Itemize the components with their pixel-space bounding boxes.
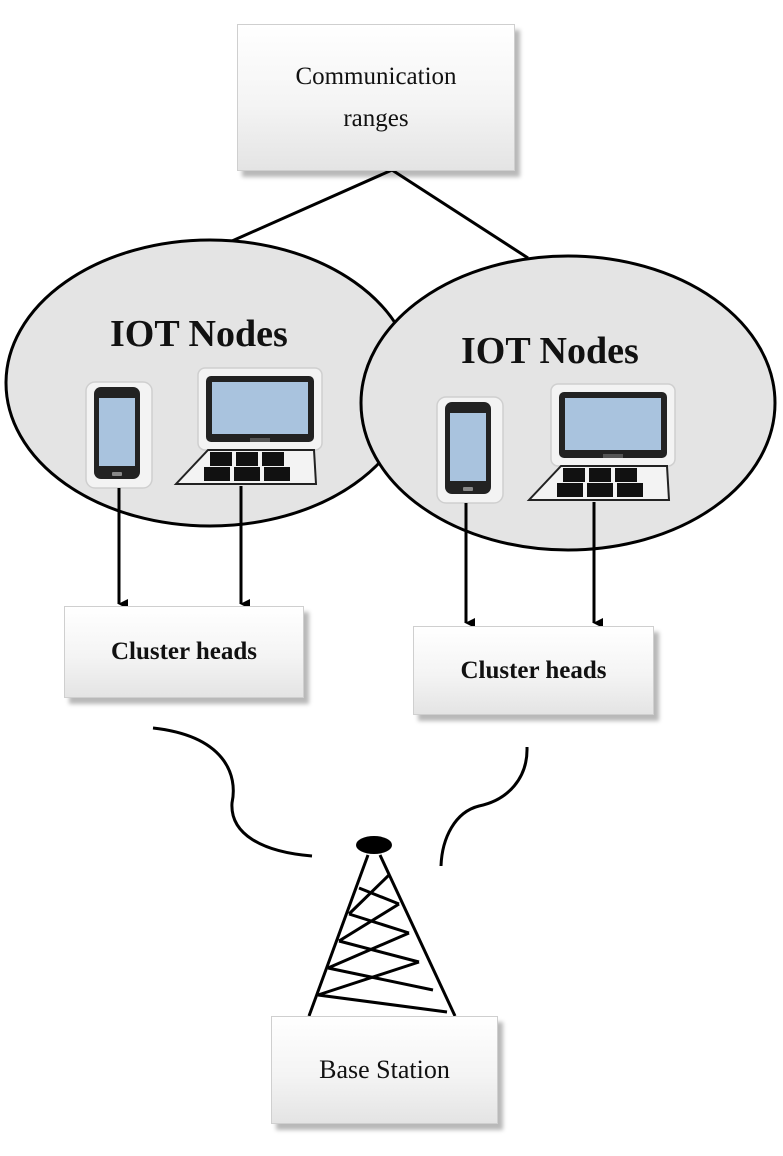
cluster-heads-label-1: Cluster heads bbox=[110, 638, 258, 665]
iot-nodes-title-2: IOT Nodes bbox=[461, 330, 639, 372]
smartphone-icon bbox=[85, 381, 153, 489]
communication-ranges-box: Communication ranges bbox=[237, 24, 515, 171]
laptop-icon bbox=[173, 367, 323, 485]
cell-tower-icon bbox=[307, 836, 457, 1017]
cluster-heads-label-2: Cluster heads bbox=[460, 656, 607, 684]
wireless-link-curves bbox=[152, 726, 529, 867]
base-station-box: Base Station bbox=[271, 1016, 498, 1124]
cluster-heads-box-2: Cluster heads bbox=[413, 626, 654, 715]
cluster-heads-box-1: Cluster heads bbox=[64, 606, 304, 698]
node-to-cluster-head-arrows bbox=[117, 486, 603, 628]
iot-nodes-title-1: IOT Nodes bbox=[110, 313, 288, 355]
communication-ranges-label: Communication ranges bbox=[295, 62, 457, 132]
smartphone-icon bbox=[436, 396, 504, 504]
laptop-icon bbox=[526, 383, 676, 501]
base-station-label: Base Station bbox=[319, 1055, 450, 1084]
range-connector-lines bbox=[231, 168, 529, 260]
